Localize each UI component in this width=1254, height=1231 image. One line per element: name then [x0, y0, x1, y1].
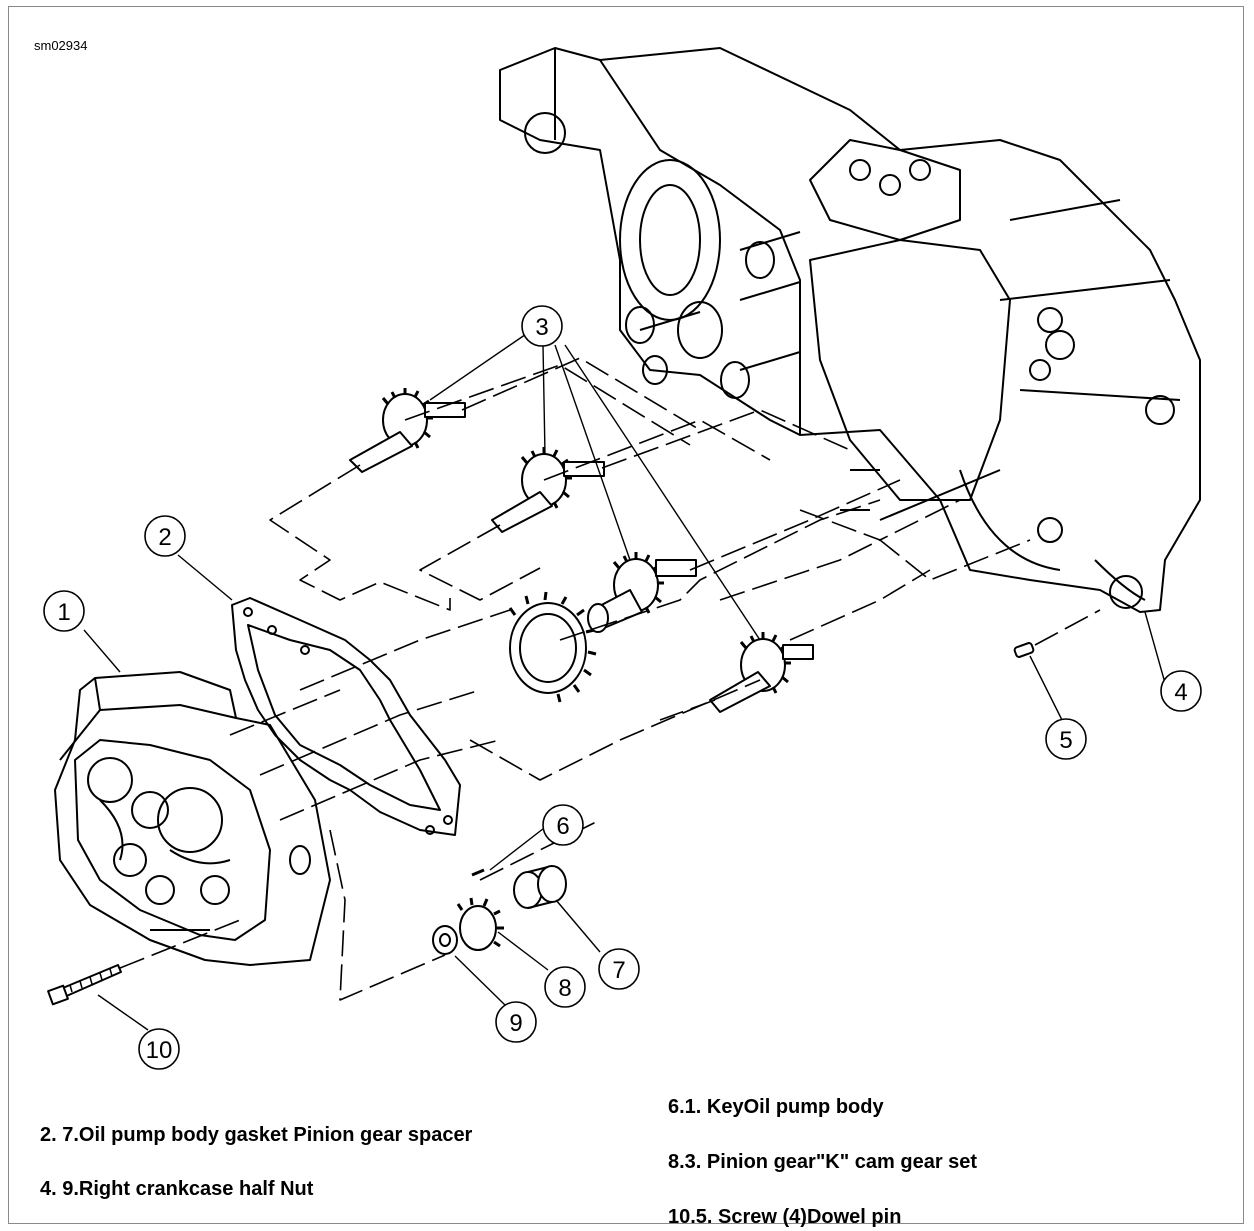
nut — [432, 925, 458, 955]
callout-9: 9 — [509, 1010, 522, 1037]
dowel-pin — [1013, 642, 1035, 658]
callout-10: 10 — [146, 1037, 173, 1064]
callout-2: 2 — [158, 524, 171, 551]
callout-3: 3 — [535, 314, 548, 341]
callout-5: 5 — [1059, 727, 1072, 754]
diagram-frame — [8, 6, 1244, 1224]
assembly-lines — [119, 357, 1101, 1001]
cam-gear-2 — [491, 447, 605, 533]
pinion-gear-spacer — [513, 865, 567, 909]
key — [471, 868, 485, 877]
oil-pump-gasket — [231, 597, 461, 836]
cam-gear-3 — [587, 552, 697, 633]
pinion-gear — [456, 897, 504, 951]
cam-gear-1 — [349, 388, 466, 473]
leader-lines — [83, 329, 1166, 1031]
callout-circles — [43, 305, 1202, 1070]
right-crankcase-half — [499, 47, 1201, 613]
caption-right-2: 8.3. Pinion gear"K" cam gear set — [668, 1151, 978, 1173]
callout-8: 8 — [558, 975, 571, 1002]
callout-7: 7 — [612, 957, 625, 984]
cam-gear-4 — [709, 632, 814, 713]
callout-4: 4 — [1174, 679, 1187, 706]
callout-6: 6 — [556, 813, 569, 840]
caption-left-1: 2. 7.Oil pump body gasket Pinion gear sp… — [40, 1124, 473, 1146]
caption-right-1: 6.1. KeyOil pump body — [668, 1096, 884, 1118]
oil-pump-body — [54, 671, 331, 966]
callout-1: 1 — [57, 599, 70, 626]
figure-id: sm02934 — [34, 38, 88, 53]
caption-right-3: 10.5. Screw (4)Dowel pin — [668, 1206, 902, 1228]
caption-left-2: 4. 9.Right crankcase half Nut — [40, 1178, 314, 1200]
screw — [47, 964, 122, 1006]
drive-gear — [508, 591, 597, 703]
